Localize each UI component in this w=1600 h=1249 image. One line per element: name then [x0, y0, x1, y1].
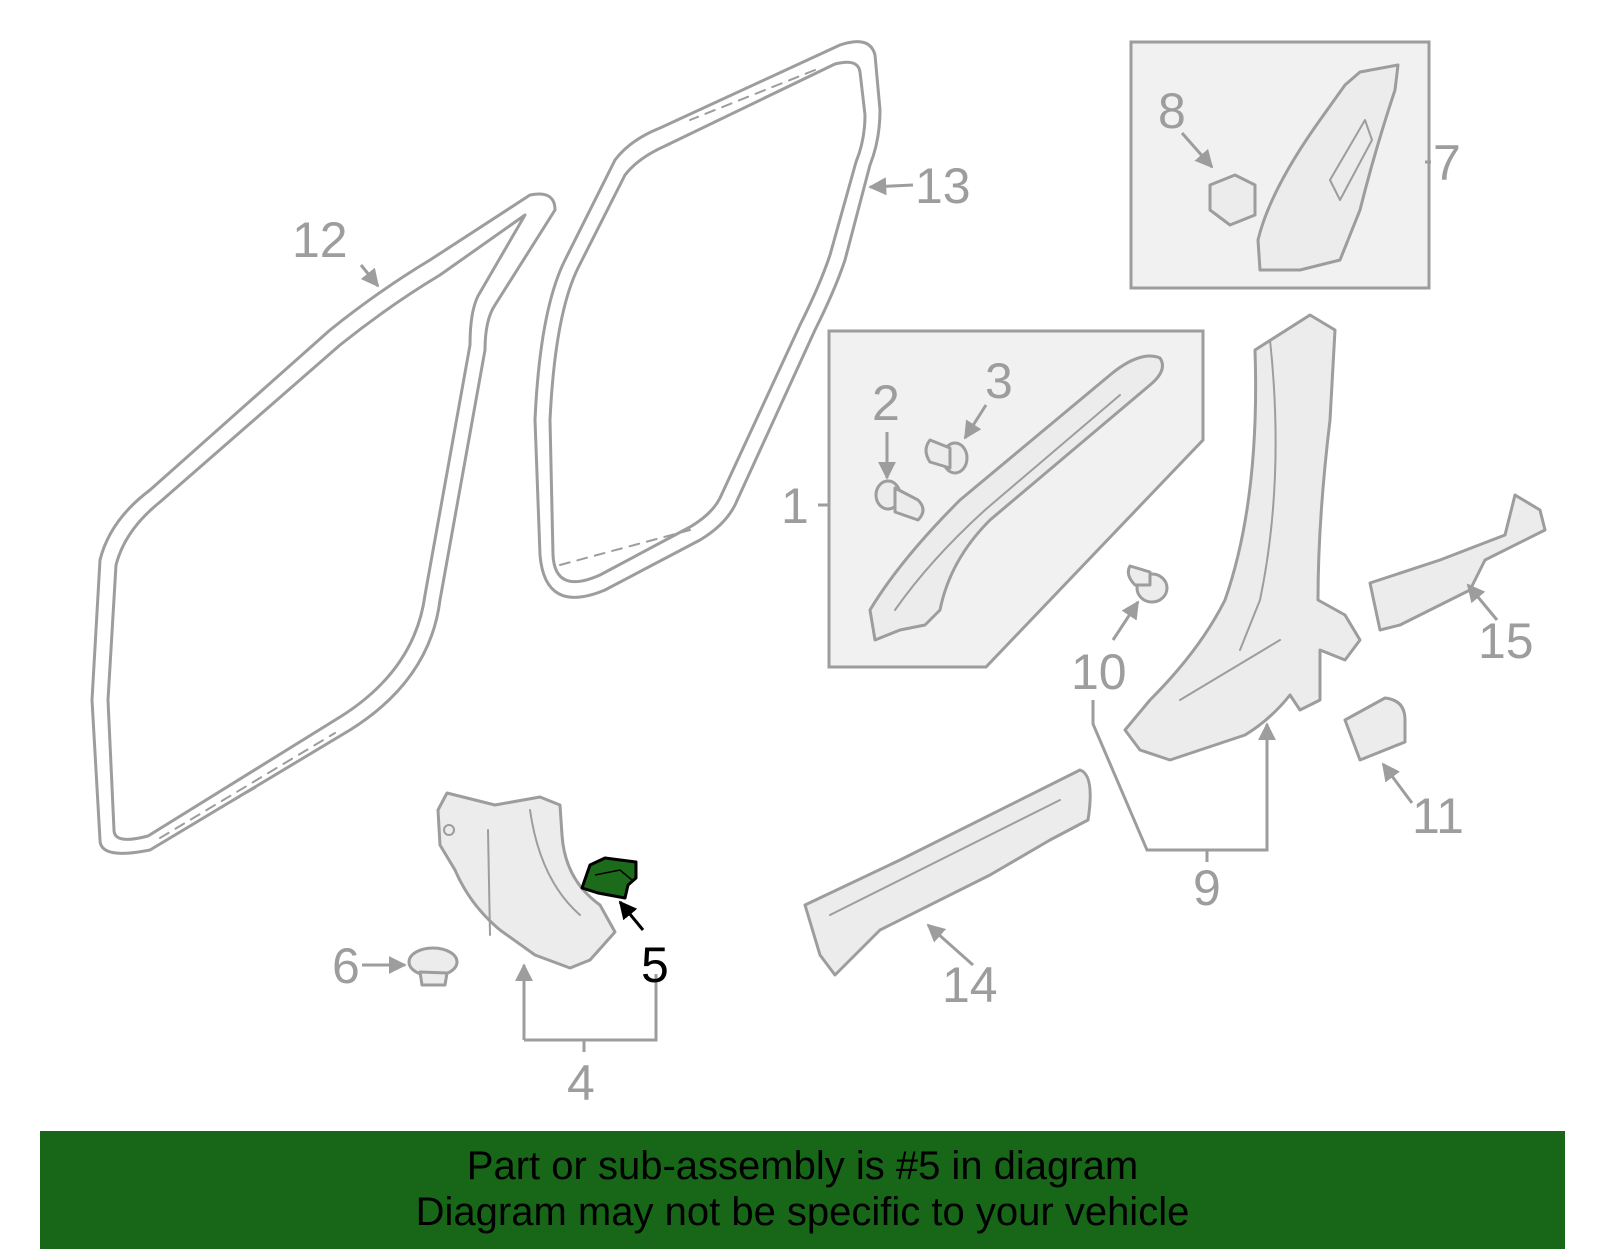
leader-lines — [359, 132, 1499, 1052]
part-2-clip — [874, 479, 925, 522]
callout-7: 7 — [1433, 135, 1461, 191]
callout-3: 3 — [985, 353, 1013, 409]
info-banner: Part or sub-assembly is #5 in diagram Di… — [40, 1131, 1565, 1249]
part-7-group-box — [1129, 40, 1431, 290]
part-15-scuff-plate — [1368, 493, 1547, 632]
callout-2: 2 — [872, 375, 900, 431]
part-10-clip — [1126, 564, 1169, 604]
part-4-kick-panel — [436, 791, 617, 970]
callout-5-highlighted: 5 — [641, 937, 669, 993]
callout-8: 8 — [1158, 83, 1186, 139]
part-11-cover — [1343, 696, 1407, 762]
part-9-pillar-trim — [1123, 313, 1362, 762]
callout-11: 11 — [1412, 788, 1464, 844]
callout-14: 14 — [942, 957, 998, 1013]
banner-line-1: Part or sub-assembly is #5 in diagram — [466, 1144, 1139, 1188]
callout-1: 1 — [781, 478, 809, 534]
part-12-front-door-weatherstrip — [90, 192, 557, 855]
callout-13: 13 — [915, 158, 971, 214]
callout-9: 9 — [1193, 860, 1221, 916]
banner-line-2: Diagram may not be specific to your vehi… — [415, 1190, 1190, 1234]
part-1-group-box — [827, 329, 1205, 669]
callout-10: 10 — [1071, 644, 1127, 700]
callout-4: 4 — [567, 1055, 595, 1111]
callout-6: 6 — [332, 938, 360, 994]
callout-12: 12 — [292, 212, 348, 268]
part-3-clip — [924, 438, 969, 475]
part-6-plug — [407, 946, 459, 987]
part-5-clip-highlighted — [580, 856, 638, 900]
part-13-rear-door-weatherstrip — [533, 40, 882, 599]
part-8-clip — [1208, 173, 1257, 227]
callout-labels: 12 13 1 2 3 8 7 10 15 11 9 14 6 4 5 — [292, 83, 1534, 1111]
part-14-scuff-plate — [803, 768, 1092, 977]
callout-15: 15 — [1478, 613, 1534, 669]
